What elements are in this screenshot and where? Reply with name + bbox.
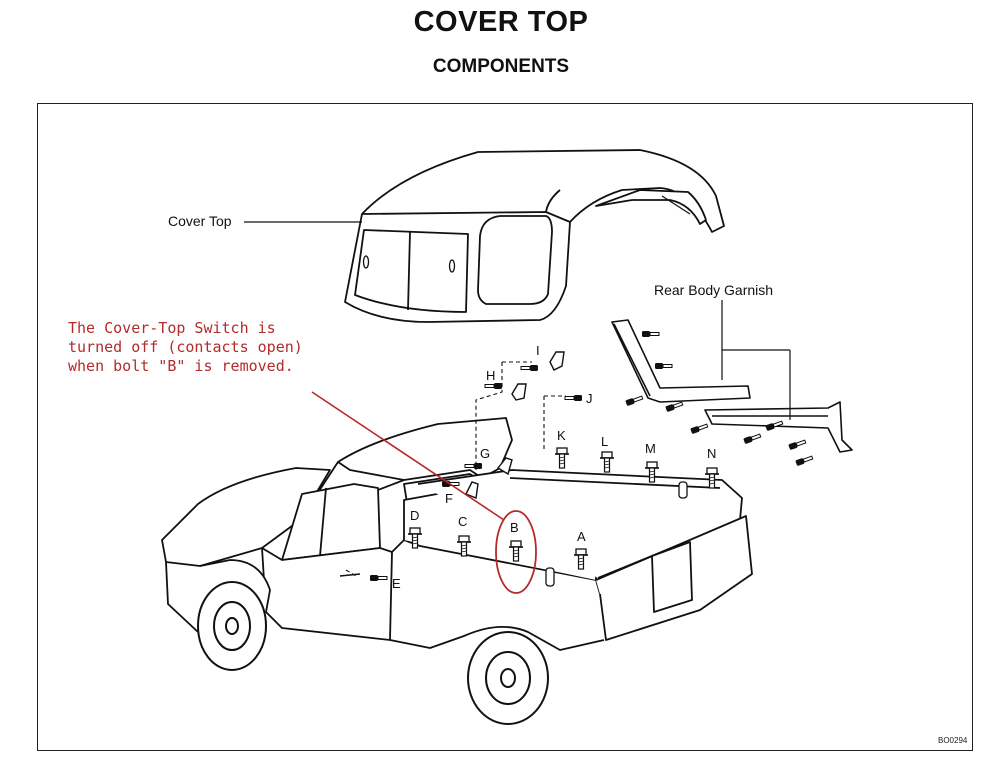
letter-B: B: [510, 520, 519, 535]
bolt-L: [599, 451, 615, 473]
page-title: COVER TOP: [413, 6, 589, 38]
bed-rail-clips: [545, 481, 688, 587]
alignment-dashes: [345, 361, 566, 577]
note-line-1: The Cover-Top Switch is: [68, 319, 276, 337]
letter-F: F: [445, 491, 453, 506]
letter-L: L: [601, 434, 609, 449]
note-line-2: turned off (contacts open): [68, 338, 303, 356]
letter-D: D: [410, 508, 420, 523]
label-cover-top: Cover Top: [168, 213, 232, 229]
letter-C: C: [458, 514, 468, 529]
bolt-K: [554, 447, 570, 469]
letter-E: E: [392, 576, 401, 591]
cover-top-switch-note: The Cover-Top Switch is turned off (cont…: [68, 319, 338, 376]
letter-H: H: [486, 368, 496, 383]
rear-body-garnish-rails: [611, 319, 853, 453]
callout-arrow-line: [311, 391, 505, 521]
front-wheel: [197, 581, 267, 671]
letter-G: G: [480, 446, 491, 461]
garnish-callout-lines: [721, 300, 791, 420]
page-subtitle: COMPONENTS: [432, 56, 570, 77]
bolt-B-highlight: [495, 510, 537, 594]
bolt-I: [520, 364, 539, 372]
small-brackets: [465, 351, 565, 499]
cover-top-shell: [344, 149, 725, 323]
letter-I: I: [536, 343, 540, 358]
label-rear-body-garnish: Rear Body Garnish: [654, 282, 774, 298]
letter-M: M: [645, 441, 656, 456]
bolt-J: [564, 394, 583, 402]
letter-N: N: [707, 446, 717, 461]
letter-K: K: [557, 428, 566, 443]
note-line-3: when bolt "B" is removed.: [68, 357, 294, 375]
pickup-truck: [161, 417, 753, 651]
letter-A: A: [577, 529, 586, 544]
diagram-frame: [37, 103, 973, 751]
letter-J: J: [586, 391, 593, 406]
rear-wheel: [467, 631, 549, 725]
bolt-H: [484, 382, 503, 390]
figure-code: BO0294: [938, 736, 968, 745]
